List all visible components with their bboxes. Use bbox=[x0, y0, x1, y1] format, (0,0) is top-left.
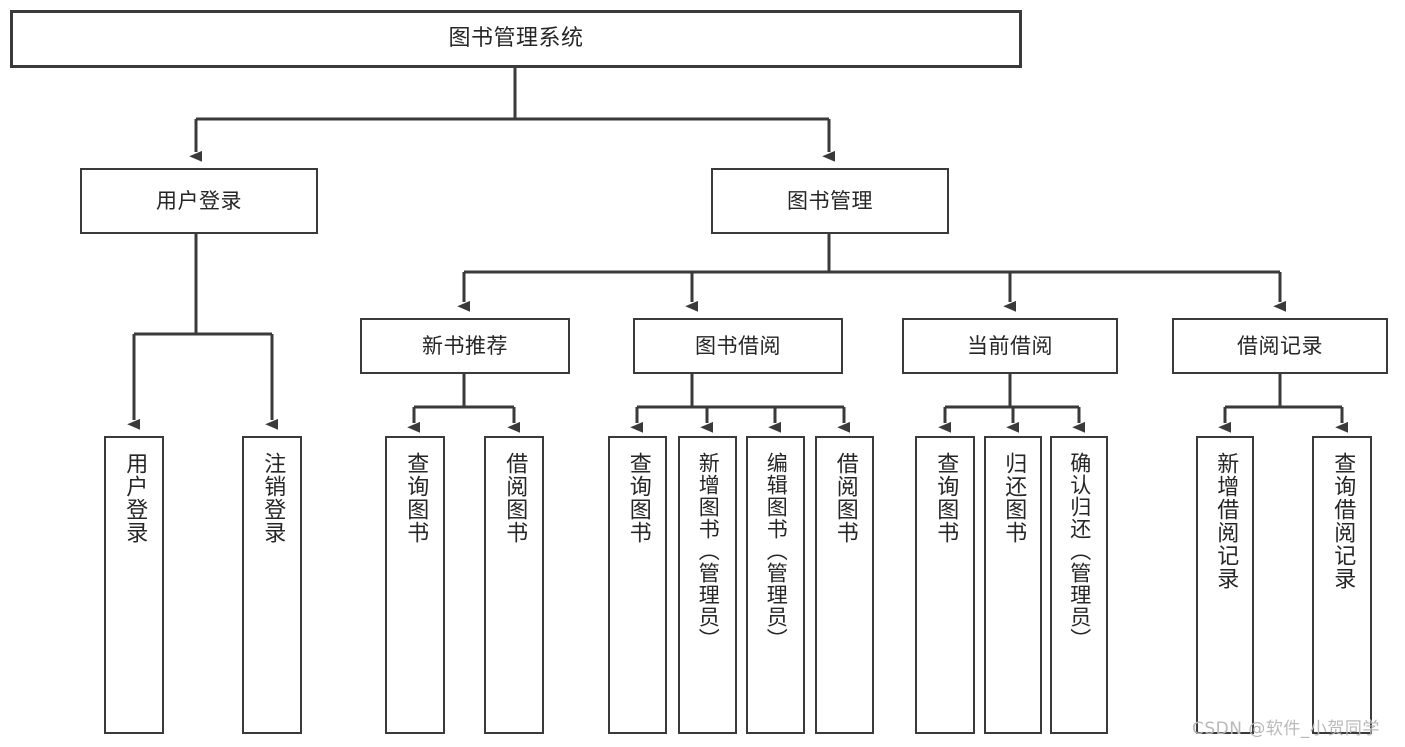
leaf-edit-book[interactable]: 编辑图书（管理员） bbox=[746, 436, 805, 734]
node-label: 用户登录 bbox=[156, 188, 242, 213]
node-label: 借阅图书 bbox=[832, 452, 858, 544]
node-book-borrow[interactable]: 图书借阅 bbox=[633, 318, 843, 374]
leaf-add-book[interactable]: 新增图书（管理员） bbox=[678, 436, 737, 734]
leaf-query-book-current[interactable]: 查询图书 bbox=[915, 436, 975, 734]
leaf-user-login[interactable]: 用户登录 bbox=[104, 436, 164, 734]
node-label: 查询图书 bbox=[625, 452, 651, 544]
leaf-query-borrow-record[interactable]: 查询借阅记录 bbox=[1312, 436, 1372, 734]
leaf-add-borrow-record[interactable]: 新增借阅记录 bbox=[1196, 436, 1254, 734]
node-borrow-record[interactable]: 借阅记录 bbox=[1172, 318, 1388, 374]
leaf-return-book[interactable]: 归还图书 bbox=[984, 436, 1042, 734]
node-label: 新书推荐 bbox=[422, 333, 508, 358]
node-label: 图书管理 bbox=[787, 188, 873, 213]
node-label: 借阅记录 bbox=[1237, 333, 1323, 358]
node-label: 借阅图书 bbox=[502, 452, 528, 544]
leaf-query-book-borrow[interactable]: 查询图书 bbox=[608, 436, 667, 734]
leaf-confirm-return[interactable]: 确认归还（管理员） bbox=[1050, 436, 1108, 734]
node-label: 图书借阅 bbox=[695, 333, 781, 358]
leaf-borrow-book-recommend[interactable]: 借阅图书 bbox=[484, 436, 544, 734]
node-new-book-recommend[interactable]: 新书推荐 bbox=[360, 318, 570, 374]
watermark-text: CSDN @软件_小贺同学 bbox=[1192, 719, 1380, 739]
node-label: 归还图书 bbox=[1001, 452, 1027, 544]
node-book-manage[interactable]: 图书管理 bbox=[711, 168, 949, 234]
node-label: 查询借阅记录 bbox=[1330, 452, 1356, 590]
node-label: 编辑图书（管理员） bbox=[764, 452, 789, 650]
leaf-logout-login[interactable]: 注销登录 bbox=[242, 436, 302, 734]
node-label: 确认归还（管理员） bbox=[1067, 452, 1092, 650]
node-label: 查询图书 bbox=[403, 452, 429, 544]
leaf-borrow-book-borrow[interactable]: 借阅图书 bbox=[815, 436, 874, 734]
node-label: 新增图书（管理员） bbox=[696, 452, 721, 650]
node-label: 注销登录 bbox=[260, 452, 286, 544]
leaf-query-book-recommend[interactable]: 查询图书 bbox=[385, 436, 445, 734]
node-current-borrow[interactable]: 当前借阅 bbox=[902, 318, 1118, 374]
node-label: 查询图书 bbox=[933, 452, 959, 544]
node-label: 图书管理系统 bbox=[448, 26, 584, 52]
node-label: 当前借阅 bbox=[967, 333, 1053, 358]
node-root-system[interactable]: 图书管理系统 bbox=[10, 10, 1022, 68]
node-user-login[interactable]: 用户登录 bbox=[80, 168, 318, 234]
node-label: 新增借阅记录 bbox=[1213, 452, 1239, 590]
node-label: 用户登录 bbox=[122, 452, 148, 544]
